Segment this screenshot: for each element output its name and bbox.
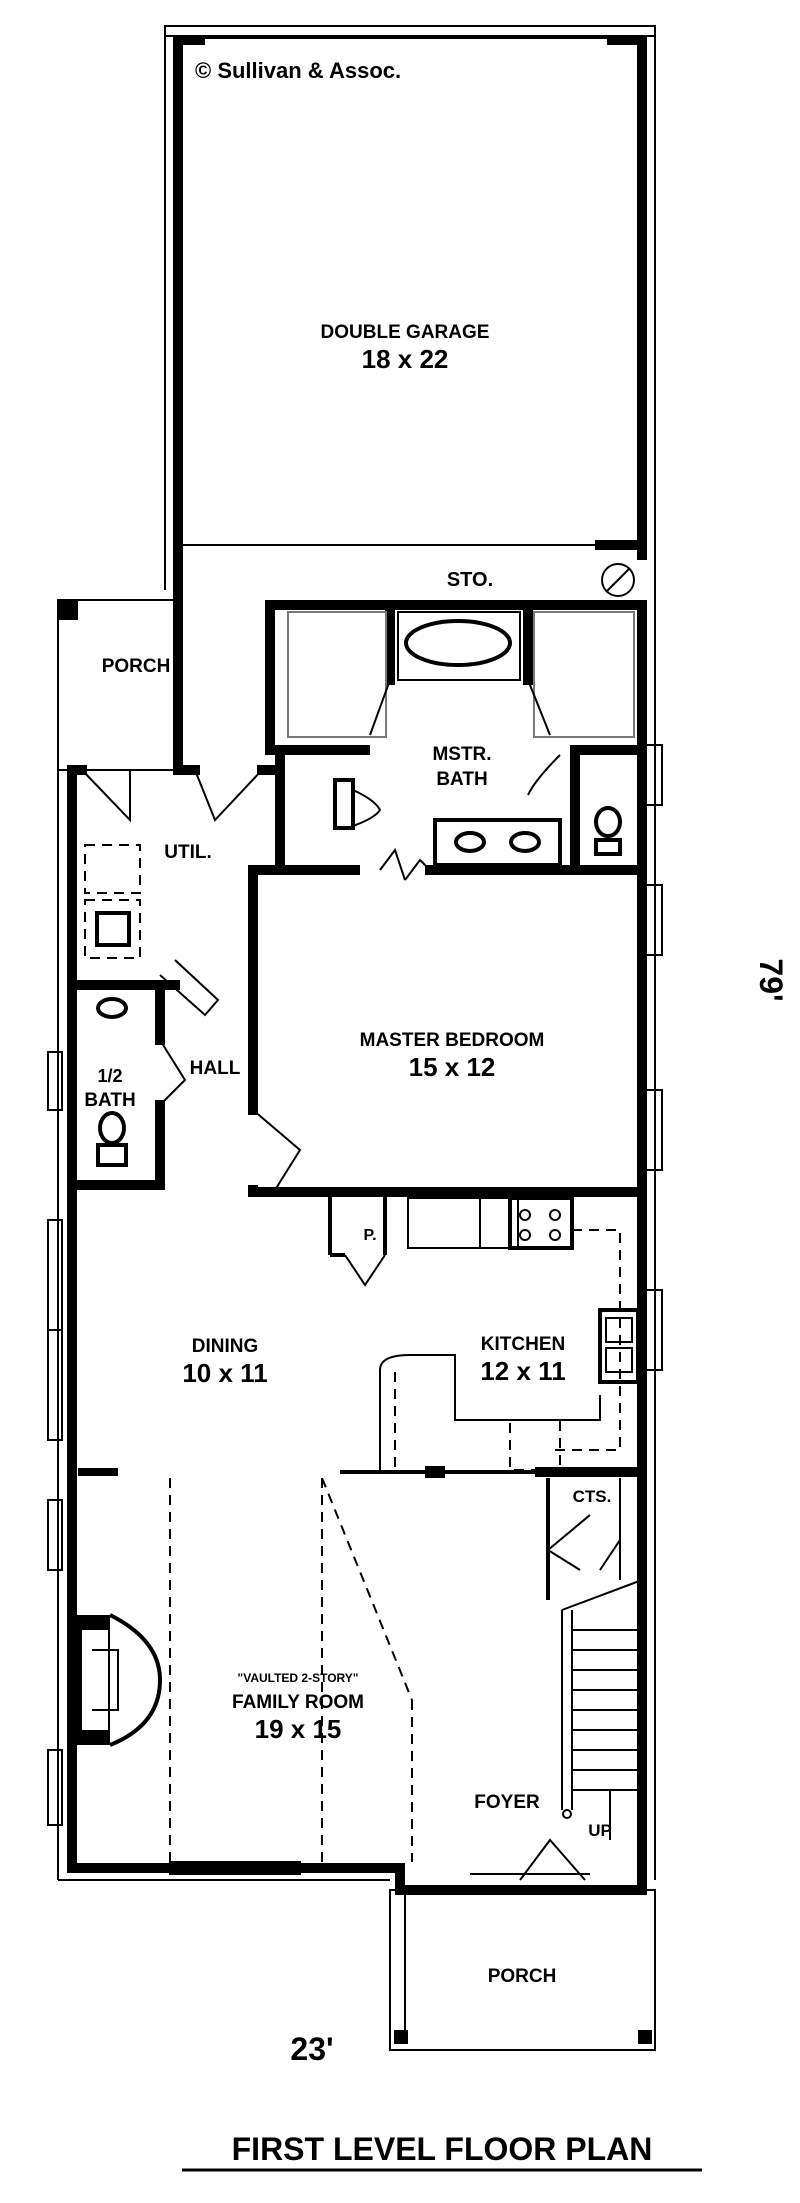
toilet-icon bbox=[594, 806, 622, 838]
utility-label: UTIL. bbox=[164, 842, 212, 863]
copyright-text: © Sullivan & Assoc. bbox=[195, 58, 401, 83]
master-bath-label-2: BATH bbox=[436, 769, 487, 790]
half-bath-fixtures bbox=[96, 997, 302, 1191]
side-porch-label: PORCH bbox=[102, 656, 171, 677]
stair-up-label: UP bbox=[588, 1821, 612, 1840]
windows bbox=[47, 744, 663, 1875]
front-porch-label: PORCH bbox=[488, 1966, 557, 1987]
dining-size: 10 x 11 bbox=[182, 1358, 267, 1388]
storage-label: STO. bbox=[447, 569, 493, 591]
width-dimension: 23' bbox=[290, 2031, 333, 2067]
dining-name: DINING bbox=[192, 1336, 259, 1357]
garage-size: 18 x 22 bbox=[362, 344, 449, 374]
family-room-size: 19 x 15 bbox=[255, 1714, 342, 1744]
hall-label: HALL bbox=[190, 1058, 241, 1079]
washer-icon bbox=[84, 844, 141, 894]
kitchen-size: 12 x 11 bbox=[480, 1356, 565, 1386]
foyer-label: FOYER bbox=[474, 1792, 540, 1813]
garage-name: DOUBLE GARAGE bbox=[321, 322, 490, 343]
sink-icon bbox=[454, 831, 486, 853]
master-bedroom-name: MASTER BEDROOM bbox=[360, 1030, 545, 1051]
bathtub-icon bbox=[404, 619, 512, 667]
family-foyer bbox=[75, 1477, 643, 1881]
depth-dimension: 79' bbox=[753, 958, 789, 1001]
sink-icon-3 bbox=[96, 997, 128, 1019]
half-bath-label-2: BATH bbox=[84, 1090, 135, 1111]
master-bath-fixtures bbox=[287, 611, 635, 881]
staircase bbox=[561, 1579, 643, 1840]
master-bedroom-size: 15 x 12 bbox=[409, 1052, 496, 1082]
toilet-icon-2 bbox=[98, 1111, 126, 1145]
closets-label: CTS. bbox=[573, 1487, 612, 1506]
water-heater-icon bbox=[601, 563, 635, 597]
utility-fixtures bbox=[81, 769, 263, 1017]
master-bath-label-1: MSTR. bbox=[432, 744, 491, 765]
dryer-icon bbox=[84, 899, 141, 959]
house-walls bbox=[57, 600, 656, 2051]
kitchen-sink-icon bbox=[598, 1308, 640, 1384]
family-room-name: FAMILY ROOM bbox=[232, 1692, 364, 1713]
pantry-label: P. bbox=[363, 1227, 376, 1244]
side-porch bbox=[57, 599, 179, 771]
family-room-note: "VAULTED 2-STORY" bbox=[238, 1671, 359, 1685]
range-icon bbox=[508, 1196, 574, 1250]
plan-caption: FIRST LEVEL FLOOR PLAN bbox=[232, 2131, 653, 2167]
kitchen-name: KITCHEN bbox=[481, 1334, 565, 1355]
half-bath-label-1: 1/2 bbox=[97, 1066, 122, 1086]
kitchen-fixtures bbox=[344, 1196, 640, 1471]
sink-icon-2 bbox=[509, 831, 541, 853]
garage bbox=[164, 25, 656, 775]
